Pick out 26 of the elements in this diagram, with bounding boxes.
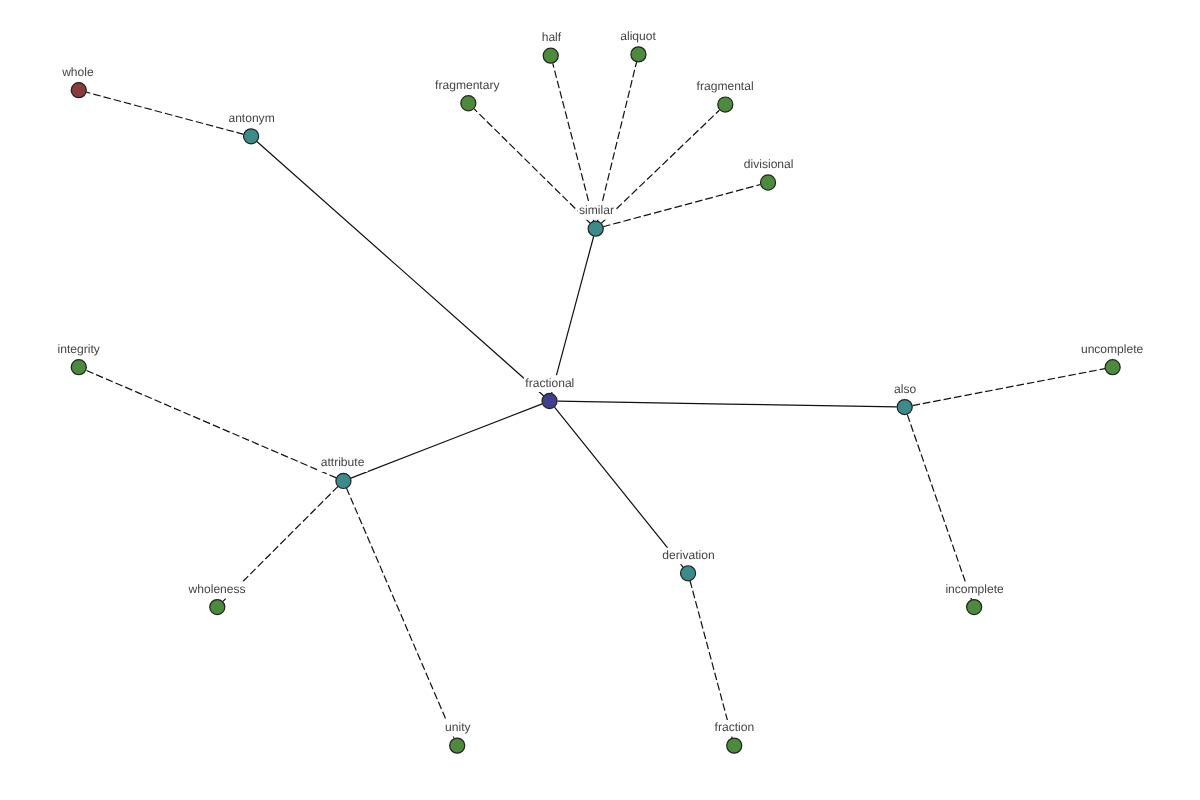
node-circle [758, 174, 776, 191]
node-circle [716, 96, 733, 113]
connector [472, 108, 590, 224]
connector [552, 406, 683, 568]
node-circle [895, 398, 912, 416]
connector [556, 400, 897, 408]
connector [911, 368, 1105, 407]
connector [349, 403, 542, 479]
node-circle [69, 359, 86, 376]
node-circle [1103, 359, 1120, 376]
connector [595, 61, 637, 222]
node-circle [629, 46, 646, 63]
connector [688, 580, 732, 739]
connector [551, 62, 594, 222]
connector [84, 369, 336, 479]
connector [599, 109, 719, 224]
node-circle [69, 82, 86, 99]
node-circle [459, 95, 476, 112]
connector [549, 235, 594, 395]
node-circle [241, 128, 259, 145]
connector [84, 91, 244, 135]
connector [221, 485, 338, 602]
connector [601, 183, 761, 228]
connector [344, 487, 454, 739]
connector [255, 140, 544, 397]
node-circle [541, 47, 558, 64]
